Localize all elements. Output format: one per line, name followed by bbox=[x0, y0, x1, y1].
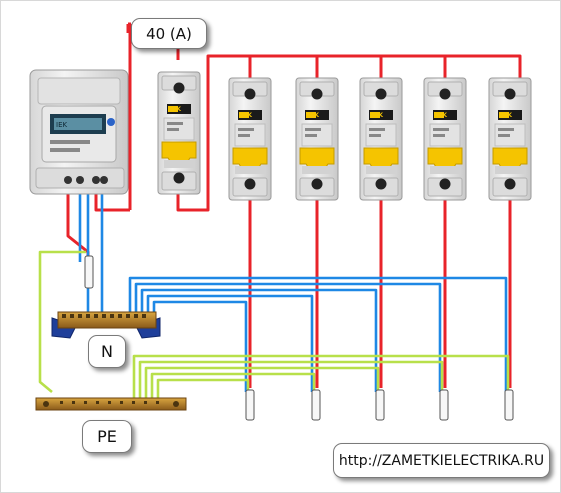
neutral-bus-label: N bbox=[88, 335, 126, 368]
energy-meter: IEK bbox=[29, 69, 129, 195]
breaker-brand: IEK bbox=[308, 112, 319, 119]
breaker-brand-badges: IEK IEK IEK IEK IEK IEK bbox=[170, 106, 512, 119]
meter-brand: IEK bbox=[56, 121, 67, 129]
group-breaker-4 bbox=[423, 77, 467, 201]
website-label: http://ZAMETKIELECTRIKA.RU bbox=[333, 443, 550, 478]
current-rating-label: 40 (А) bbox=[131, 18, 207, 49]
group-breaker-3 bbox=[359, 77, 403, 201]
breaker-brand: IEK bbox=[372, 112, 383, 119]
ground-bus-label: PE bbox=[82, 420, 132, 453]
ground-wires bbox=[38, 250, 510, 398]
group-breaker-2 bbox=[295, 77, 339, 201]
group-breaker-5 bbox=[488, 77, 532, 201]
breaker-brand: IEK bbox=[170, 106, 181, 113]
breaker-brand: IEK bbox=[241, 112, 252, 119]
neutral-busbar bbox=[51, 311, 161, 339]
wire-terminals bbox=[84, 255, 514, 421]
neutral-wires bbox=[78, 188, 508, 392]
group-breaker-1 bbox=[228, 77, 272, 201]
breaker-brand: IEK bbox=[436, 112, 447, 119]
main-breaker bbox=[157, 71, 201, 195]
breaker-brand: IEK bbox=[501, 112, 512, 119]
ground-busbar bbox=[35, 397, 187, 411]
